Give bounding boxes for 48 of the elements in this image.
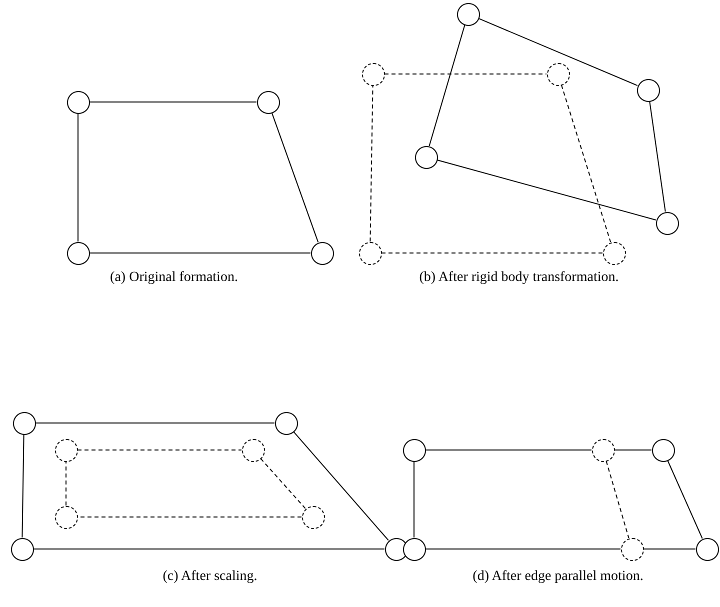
circle	[402, 538, 426, 560]
dashed-line	[260, 458, 306, 509]
dashed-circle	[242, 438, 264, 462]
dashed-circle	[620, 538, 644, 560]
line	[667, 460, 703, 539]
circle	[402, 438, 426, 462]
caption: (b) After rigid body transformation.	[419, 270, 619, 286]
dashed-circle	[362, 62, 384, 86]
line	[428, 24, 466, 146]
dashed-line	[381, 252, 603, 254]
dashed-line	[560, 84, 612, 243]
circle	[10, 538, 34, 560]
dashed-circle	[546, 62, 570, 86]
circle	[66, 90, 90, 114]
dashed-circle	[54, 506, 78, 528]
line	[643, 548, 696, 550]
circle	[384, 538, 408, 560]
dashed-circle	[602, 242, 626, 264]
line	[22, 434, 24, 538]
line	[649, 100, 666, 212]
circle	[256, 90, 280, 114]
caption: (c) After scaling.	[162, 569, 258, 585]
dashed-circle	[302, 506, 324, 528]
circle	[414, 146, 438, 168]
circle	[66, 242, 90, 264]
line	[271, 112, 319, 243]
line	[33, 548, 385, 550]
line	[293, 431, 389, 541]
line	[89, 252, 311, 254]
circle	[310, 242, 334, 264]
circle	[652, 438, 674, 462]
line	[478, 18, 638, 86]
circle	[636, 78, 660, 102]
line	[425, 548, 621, 550]
dashed-line	[606, 460, 630, 538]
line	[35, 422, 275, 424]
dashed-circle	[358, 242, 382, 264]
dashed-line	[370, 85, 374, 242]
circle	[274, 412, 298, 434]
dashed-circle	[54, 438, 78, 462]
circle	[12, 412, 36, 434]
line	[436, 160, 656, 220]
caption: (a) Original formation.	[110, 270, 238, 286]
caption: (d) After edge parallel motion.	[472, 569, 644, 585]
dashed-circle	[592, 438, 614, 462]
circle	[696, 538, 718, 560]
circle	[456, 2, 480, 26]
circle	[656, 212, 678, 234]
